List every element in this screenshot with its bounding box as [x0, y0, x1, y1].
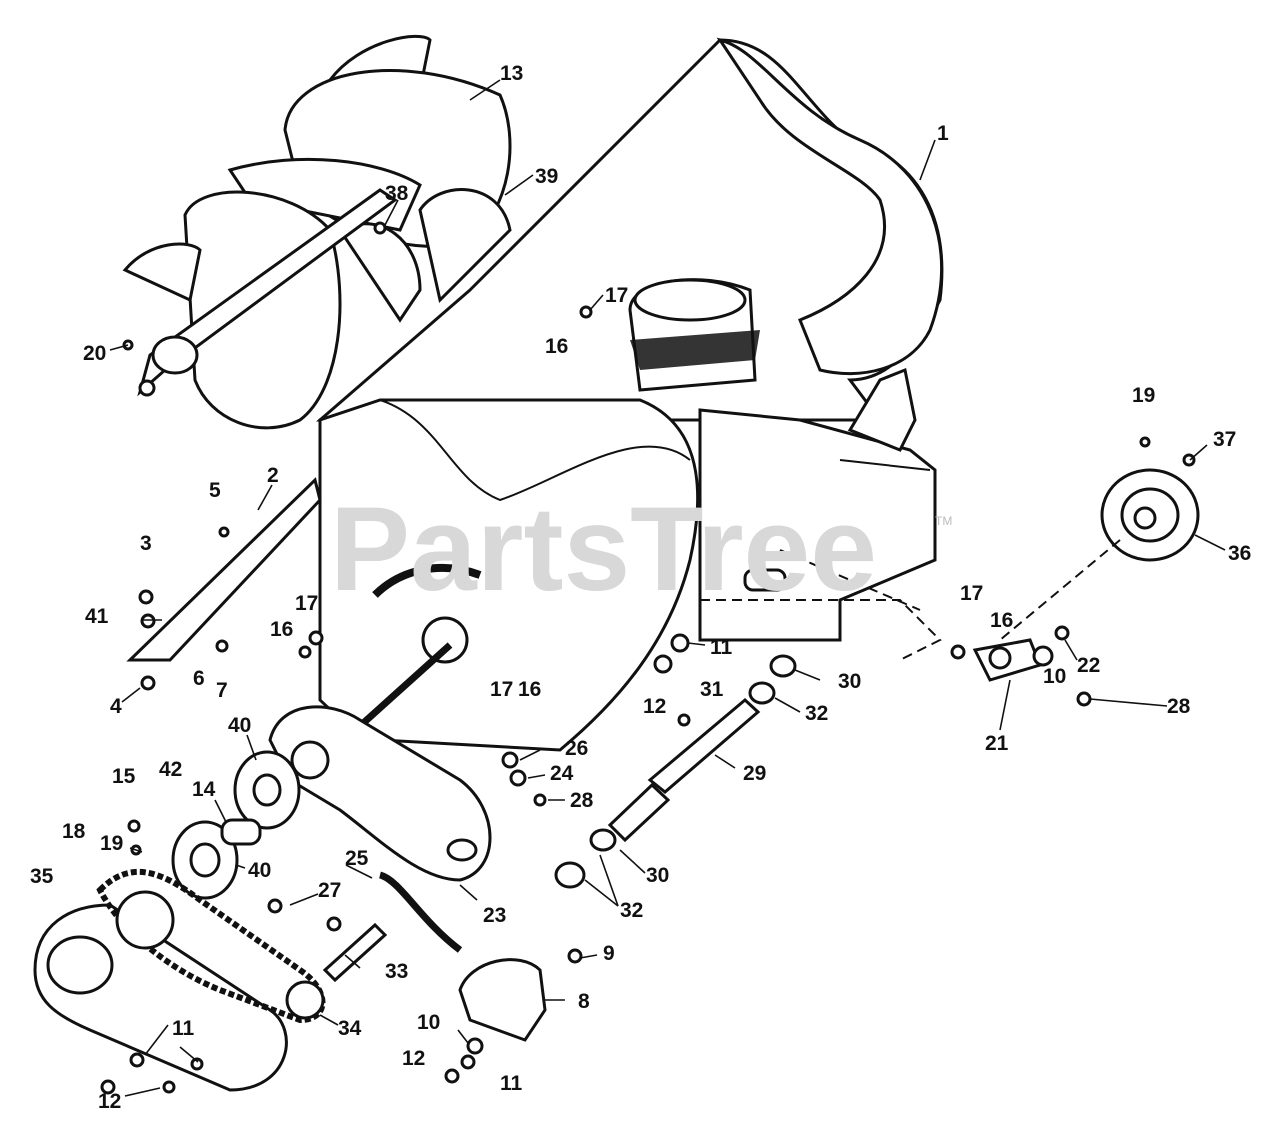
callout-12: 12: [402, 1047, 425, 1070]
callout-40: 40: [228, 714, 251, 737]
auger-assembly: [122, 34, 512, 430]
callout-11: 11: [710, 636, 733, 659]
idler-bracket: [972, 638, 1054, 682]
callout-10: 10: [1043, 665, 1066, 688]
watermark-text: PartsTree: [330, 482, 877, 616]
linkage-plate: [268, 705, 492, 882]
callout-24: 24: [550, 762, 574, 785]
callout-1: 1: [937, 122, 949, 145]
callout-14: 14: [192, 778, 216, 801]
belt-path: [700, 539, 1121, 661]
callout-8: 8: [578, 990, 590, 1013]
callout-19: 19: [1132, 384, 1155, 407]
callout-27: 27: [318, 879, 341, 902]
callout-30: 30: [646, 864, 669, 887]
callout-26: 26: [565, 737, 588, 760]
callout-30: 30: [838, 670, 861, 693]
callout-38: 38: [385, 182, 409, 205]
shaft-33: [322, 922, 388, 983]
callout-19: 19: [100, 832, 123, 855]
callout-28: 28: [570, 789, 594, 812]
callout-25: 25: [345, 847, 369, 870]
callout-37: 37: [1213, 428, 1236, 451]
callout-41: 41: [85, 605, 109, 628]
callout-17: 17: [960, 582, 983, 605]
callout-33: 33: [385, 960, 408, 983]
callout-32: 32: [805, 702, 828, 725]
callout-5: 5: [209, 479, 221, 502]
skid-shoe: [458, 958, 547, 1042]
callout-17: 17: [295, 592, 318, 615]
callout-20: 20: [83, 342, 106, 365]
control-cable: [378, 871, 463, 953]
callout-32: 32: [620, 899, 643, 922]
hardware: [100, 221, 1196, 1095]
callout-6: 6: [193, 667, 205, 690]
callout-16: 16: [545, 335, 568, 358]
callout-36: 36: [1228, 542, 1251, 565]
callout-40: 40: [248, 859, 271, 882]
callout-28: 28: [1167, 695, 1191, 718]
leader-lines: [109, 79, 1226, 1097]
callout-34: 34: [338, 1017, 362, 1040]
callout-35: 35: [30, 865, 54, 888]
chain-guard: [33, 903, 288, 1092]
callout-11: 11: [500, 1072, 523, 1095]
auger-housing: [126, 37, 944, 752]
pulley: [1100, 468, 1200, 562]
callout-22: 22: [1077, 654, 1100, 677]
callout-12: 12: [643, 695, 666, 718]
bearing-flange: [171, 750, 301, 900]
callout-16: 16: [518, 678, 541, 701]
callout-17: 17: [605, 284, 628, 307]
callout-2: 2: [267, 464, 279, 487]
callout-15: 15: [112, 765, 136, 788]
chute-shaft: [554, 654, 797, 889]
callout-23: 23: [483, 904, 506, 927]
callout-7: 7: [216, 679, 228, 702]
callout-12: 12: [98, 1090, 121, 1113]
callout-13: 13: [500, 62, 523, 85]
callout-17: 17: [490, 678, 513, 701]
callout-labels: 13 1 39 38 17 16 20 19 37 36 5 2 3 41 17…: [30, 62, 1251, 1113]
drive-chain: [96, 868, 326, 1024]
callout-9: 9: [603, 942, 615, 965]
callout-42: 42: [159, 758, 182, 781]
callout-16: 16: [270, 618, 293, 641]
callout-11: 11: [172, 1017, 195, 1040]
callout-29: 29: [743, 762, 766, 785]
callout-21: 21: [985, 732, 1009, 755]
callout-4: 4: [110, 695, 122, 718]
callout-18: 18: [62, 820, 86, 843]
callout-3: 3: [140, 532, 152, 555]
callout-10: 10: [417, 1011, 440, 1034]
callout-16: 16: [990, 609, 1013, 632]
callout-39: 39: [535, 165, 558, 188]
watermark-tm: TM: [935, 514, 952, 528]
callout-31: 31: [700, 678, 724, 701]
